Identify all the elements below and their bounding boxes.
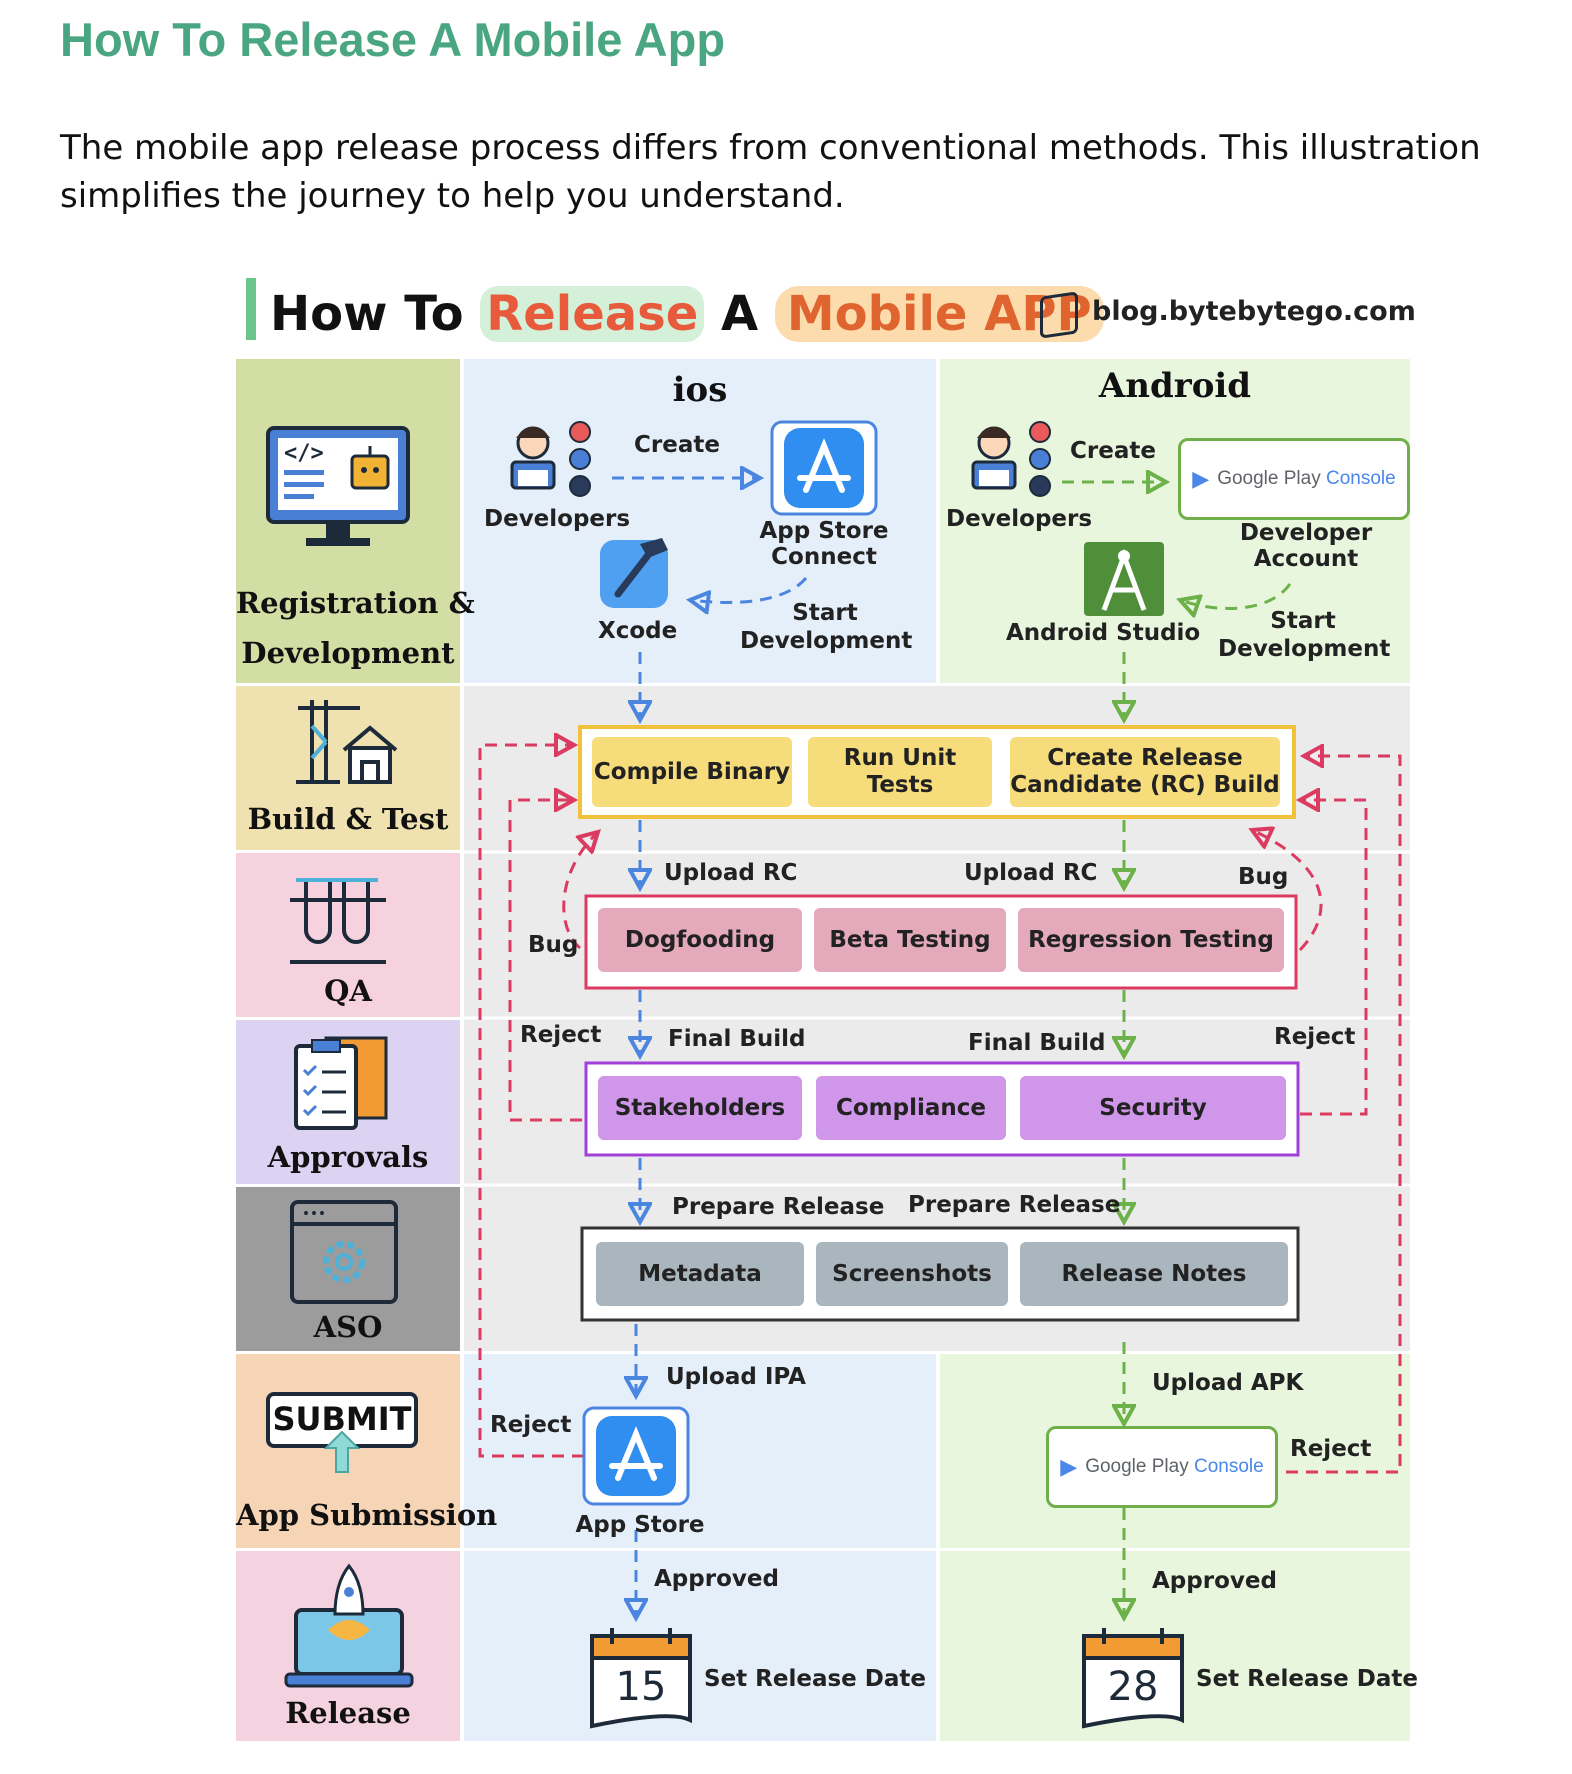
svg-text:</>: </>: [284, 441, 324, 466]
clipboard-checklist-icon: [294, 1036, 388, 1130]
reject-right-label: Reject: [1274, 1024, 1356, 1050]
chip-screenshots: Screenshots: [816, 1242, 1008, 1306]
android-developers-label: Developers: [946, 506, 1093, 532]
diagram-title-part2: Release: [480, 286, 705, 342]
reject-left-label: Reject: [520, 1022, 602, 1048]
stage-approvals: Approvals: [267, 1140, 429, 1174]
ios-bg-release: [464, 1551, 936, 1741]
rc-line1: Create Release: [1047, 745, 1243, 771]
diagram-title-part3: A: [721, 286, 759, 342]
android-studio-label: Android Studio: [1006, 620, 1201, 646]
android-studio-icon: [1084, 542, 1164, 616]
ios-bg-submit: [464, 1354, 936, 1548]
google-play-console-submit: ▶ Google Play Console: [1046, 1426, 1278, 1508]
android-upload-rc: Upload RC: [964, 860, 1098, 886]
site-url: blog.bytebytego.com: [1092, 296, 1416, 327]
stage-aso: ASO: [313, 1310, 383, 1344]
diagram-title: How To Release A Mobile APP: [270, 286, 1104, 342]
android-final-build: Final Build: [968, 1030, 1106, 1056]
app-store-connect-label-1: App Store: [759, 518, 889, 544]
crane-building-icon: [296, 700, 398, 784]
app-store-connect-icon: [770, 420, 878, 516]
gpc-submit-part2: Console: [1194, 1456, 1264, 1477]
chip-create-rc-build: Create Release Candidate (RC) Build: [1010, 737, 1280, 807]
rocket-laptop-icon: [284, 1563, 414, 1688]
android-header: Android: [1098, 366, 1252, 406]
android-bg-top: [940, 359, 1410, 683]
android-start-dev-1: Start: [1270, 608, 1336, 634]
ios-upload-rc: Upload RC: [664, 860, 798, 886]
xcode-icon: [600, 538, 668, 608]
bytebytego-logo: [1040, 291, 1078, 339]
ios-start-dev-1: Start: [792, 600, 858, 626]
diagram-title-part4: Mobile APP: [774, 286, 1104, 342]
ios-prepare-release: Prepare Release: [672, 1194, 885, 1220]
chip-release-notes: Release Notes: [1020, 1242, 1288, 1306]
upload-ipa-label: Upload IPA: [666, 1364, 806, 1390]
chip-regression-testing: Regression Testing: [1018, 908, 1284, 972]
test-tubes-icon: [290, 878, 386, 964]
chip-stakeholders: Stakeholders: [598, 1076, 802, 1140]
gpc-submit-part1: Google Play: [1085, 1456, 1189, 1477]
monitor-code-icon: </>: [266, 426, 410, 546]
stage-registration-line1: Registration &: [236, 586, 475, 620]
stage-registration-line2: Development: [241, 636, 455, 670]
ios-set-release-date: Set Release Date: [704, 1666, 926, 1692]
ios-header: ios: [672, 370, 728, 410]
rc-line2: Candidate (RC) Build: [1010, 772, 1280, 798]
calendar-icon-android: [1082, 1628, 1184, 1729]
play-icon: ▶: [1192, 466, 1210, 492]
developer-account-2: Account: [1253, 546, 1359, 572]
ios-approved-label: Approved: [654, 1566, 779, 1592]
android-reject-label: Reject: [1290, 1436, 1372, 1462]
title-accent-bar: [246, 278, 256, 340]
ios-release-day: 15: [615, 1664, 667, 1710]
chip-run-unit-tests: Run Unit Tests: [808, 737, 992, 807]
ios-create-label: Create: [634, 432, 720, 458]
app-store-label: App Store: [575, 1512, 705, 1538]
stage-qa: QA: [324, 974, 372, 1008]
android-prepare-release: Prepare Release: [908, 1192, 1121, 1218]
android-release-day: 28: [1107, 1664, 1159, 1710]
chip-security: Security: [1020, 1076, 1286, 1140]
chip-metadata: Metadata: [596, 1242, 804, 1306]
ios-developers-label: Developers: [484, 506, 631, 532]
page-intro: The mobile app release process differs f…: [60, 128, 1481, 216]
calendar-icon-ios: [590, 1628, 692, 1729]
app-store-connect-label-2: Connect: [771, 544, 877, 570]
android-create-label: Create: [1070, 438, 1156, 464]
android-approved-label: Approved: [1152, 1568, 1277, 1594]
ios-reject-label: Reject: [490, 1412, 572, 1438]
ios-bg-top: [464, 359, 936, 683]
stage-app-submission: App Submission: [236, 1498, 498, 1532]
browser-gear-icon: [290, 1200, 398, 1304]
chip-beta-testing: Beta Testing: [814, 908, 1006, 972]
bug-right-label: Bug: [1238, 864, 1289, 890]
stage-release: Release: [285, 1696, 411, 1730]
developers-icon-android: [971, 421, 1051, 497]
submit-icon-text: SUBMIT: [272, 1400, 412, 1438]
app-store-icon: [582, 1406, 690, 1506]
android-start-dev-2: Development: [1218, 636, 1391, 662]
submit-icon: [266, 1392, 418, 1473]
ios-final-build: Final Build: [668, 1026, 806, 1052]
google-play-console-top: ▶ Google Play Console: [1178, 438, 1410, 520]
ios-start-dev-2: Development: [740, 628, 913, 654]
chip-dogfooding: Dogfooding: [598, 908, 802, 972]
gpc-top-part2: Console: [1326, 468, 1396, 489]
bug-left-label: Bug: [528, 932, 579, 958]
stage-build-test: Build & Test: [247, 802, 449, 836]
gpc-top-part1: Google Play: [1217, 468, 1321, 489]
play-icon: ▶: [1060, 1454, 1078, 1480]
chip-compliance: Compliance: [816, 1076, 1006, 1140]
upload-apk-label: Upload APK: [1152, 1370, 1304, 1396]
diagram-title-part1: How To: [270, 286, 464, 342]
android-set-release-date: Set Release Date: [1196, 1666, 1418, 1692]
developer-account-1: Developer: [1239, 520, 1373, 546]
page-title: How To Release A Mobile App: [60, 13, 726, 66]
developers-icon-ios: [510, 421, 591, 497]
xcode-label: Xcode: [598, 618, 678, 644]
chip-compile-binary: Compile Binary: [592, 737, 792, 807]
